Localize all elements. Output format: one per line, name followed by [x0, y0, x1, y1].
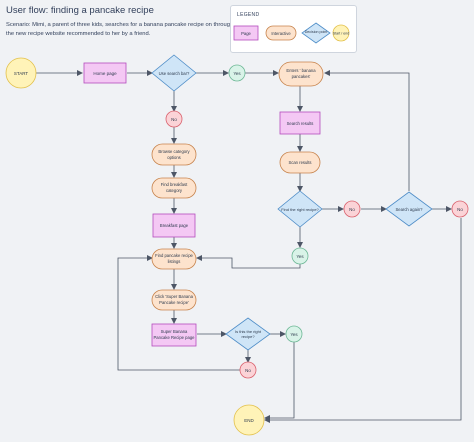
- right-recipe1-decision: Find the right recipe?: [277, 190, 323, 228]
- no3-label: No: [457, 207, 463, 212]
- find-pancake-node: Find pancake recipe listings: [151, 248, 197, 270]
- browse-category-label-2: options: [167, 155, 181, 160]
- no3-node: No: [451, 200, 469, 218]
- yes1-node: Yes: [228, 64, 246, 82]
- yes3-node: Yes: [285, 325, 303, 343]
- recipe-page-node: Super Banana Pancake Recipe page: [151, 323, 197, 347]
- yes1-label: Yes: [233, 71, 241, 76]
- legend-start-swatch: [332, 24, 350, 42]
- scan-results-label: Scan results: [288, 160, 311, 165]
- yes3-label: Yes: [290, 332, 298, 337]
- yes2-node: Yes: [291, 247, 309, 265]
- start-label: START: [14, 71, 29, 76]
- click-recipe-node: Click 'Super Banana Pancake recipe': [151, 289, 197, 311]
- no1-node: No: [165, 110, 183, 128]
- edge-no-endloop: [264, 218, 462, 423]
- home-page-label: Home page: [93, 71, 117, 76]
- legend-interactive-label: Interactive: [271, 31, 291, 36]
- edge-no-loop: [117, 255, 240, 371]
- yes2-label: Yes: [296, 254, 304, 259]
- end-node: END: [233, 404, 265, 436]
- legend-decision-label: Decision point: [305, 30, 328, 34]
- legend-items: Page Interactive Decision point Start / …: [233, 22, 350, 44]
- enter-search-label-2: pancakes': [292, 74, 311, 79]
- find-pancake-label-2: listings: [168, 259, 181, 264]
- click-recipe-label-2: Pancake recipe': [159, 300, 189, 305]
- scenario-text: Scenario: Mimi, a parent of three kids, …: [6, 22, 234, 37]
- legend-decision-swatch: [301, 22, 331, 44]
- search-again-decision: Search again?: [385, 191, 433, 227]
- find-breakfast-label-2: category: [166, 188, 183, 193]
- search-results-label: Search results: [287, 121, 314, 126]
- legend-interactive-swatch: [265, 25, 297, 41]
- use-search-label: Use search bar?: [159, 71, 190, 76]
- legend-title: LEGEND: [237, 12, 260, 18]
- recipe-page-label-1: Super Banana: [161, 329, 188, 334]
- enter-search-node: Enters ' banana pancakes': [278, 61, 324, 87]
- right-recipe2-label-1: Is this the right: [235, 329, 262, 334]
- legend-page-swatch: [233, 25, 259, 41]
- search-again-label: Search again?: [395, 207, 423, 212]
- no4-label: No: [245, 368, 251, 373]
- page-title: User flow: finding a pancake recipe: [6, 5, 154, 16]
- home-page-node: Home page: [83, 62, 127, 84]
- find-breakfast-node: Find breakfast category: [151, 177, 197, 199]
- start-node: START: [5, 57, 37, 89]
- no4-node: No: [239, 361, 257, 379]
- find-pancake-label-1: Find pancake recipe: [155, 253, 193, 258]
- legend-page-label: Page: [241, 31, 251, 36]
- browse-category-label-1: Browse category: [158, 149, 190, 154]
- right-recipe1-label: Find the right recipe?: [281, 207, 319, 212]
- no2-node: No: [343, 200, 361, 218]
- right-recipe2-decision: Is this the right recipe?: [225, 317, 271, 351]
- edges: [35, 70, 462, 423]
- enter-search-label-1: Enters ' banana: [286, 68, 316, 73]
- recipe-page-label-2: Pancake Recipe page: [154, 335, 196, 340]
- edge-yes-findpancake: [196, 255, 301, 269]
- edge-yes-end: [264, 342, 295, 421]
- find-breakfast-label-1: Find breakfast: [161, 182, 188, 187]
- click-recipe-label-1: Click 'Super Banana: [155, 294, 193, 299]
- edge-searchagain-yes: [324, 70, 410, 191]
- end-label: END: [244, 418, 254, 423]
- use-search-decision: Use search bar?: [151, 54, 197, 92]
- breakfast-page-label: Breakfast page: [160, 223, 189, 228]
- legend-start-label: Start / end: [333, 32, 350, 36]
- search-results-node: Search results: [279, 111, 321, 135]
- no2-label: No: [349, 207, 355, 212]
- scan-results-node: Scan results: [279, 151, 321, 174]
- browse-category-node: Browse category options: [151, 143, 197, 166]
- breakfast-page-node: Breakfast page: [152, 213, 196, 238]
- no1-label: No: [171, 117, 177, 122]
- right-recipe2-label-2: recipe?: [241, 334, 255, 339]
